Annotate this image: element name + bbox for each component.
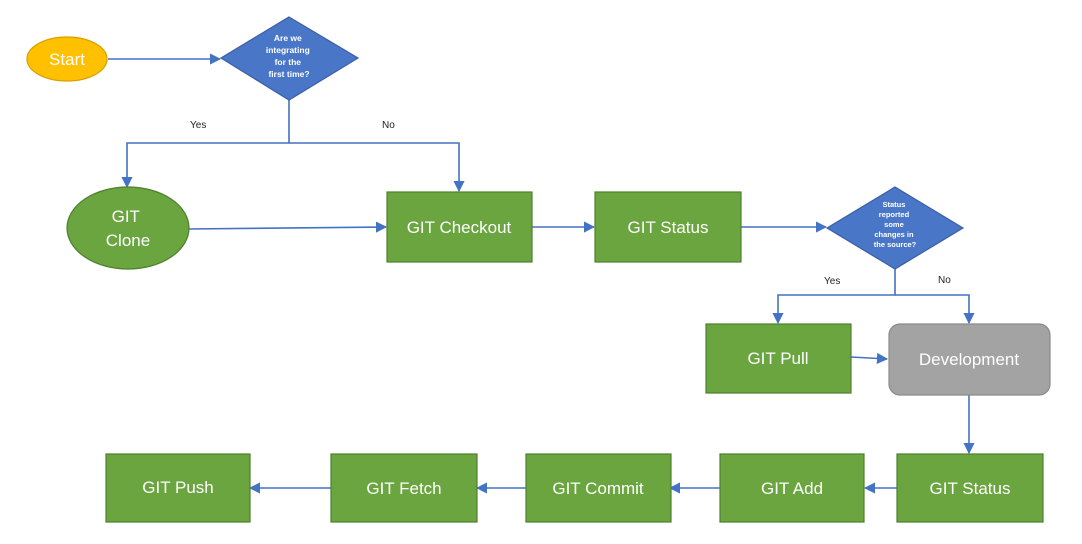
edge-decision-yes-to-clone	[121, 100, 290, 189]
decision-changes-label: Status reported some changes in the sour…	[874, 200, 917, 249]
edge-changes-yes-to-pull	[772, 269, 896, 325]
decision-first-time-label: Are we integrating for the first time?	[266, 33, 312, 79]
label-first-no: No	[382, 120, 395, 131]
fetch-label: GIT Fetch	[366, 479, 441, 498]
edge-changes-no-to-development	[895, 294, 975, 325]
status-node-1[interactable]: GIT Status	[594, 191, 742, 263]
edge-clone-to-checkout	[187, 221, 388, 233]
start-label: Start	[49, 50, 85, 69]
label-changes-no: No	[938, 275, 951, 286]
edge-pull-to-development	[850, 352, 889, 365]
status-node-2[interactable]: GIT Status	[896, 453, 1044, 523]
start-node[interactable]: Start	[26, 36, 108, 82]
status-2-label: GIT Status	[930, 479, 1011, 498]
development-node[interactable]: Development	[888, 323, 1051, 396]
label-first-yes: Yes	[190, 120, 206, 131]
connectors	[108, 53, 975, 494]
checkout-node[interactable]: GIT Checkout	[386, 191, 533, 263]
add-node[interactable]: GIT Add	[719, 453, 865, 523]
push-label: GIT Push	[142, 478, 214, 497]
pull-node[interactable]: GIT Pull	[705, 323, 852, 394]
decision-changes[interactable]: Status reported some changes in the sour…	[825, 186, 965, 270]
decision-first-time[interactable]: Are we integrating for the first time?	[219, 16, 360, 101]
add-label: GIT Add	[761, 479, 823, 498]
clone-label: GIT Clone	[106, 207, 150, 250]
label-changes-yes: Yes	[824, 276, 840, 287]
status-1-label: GIT Status	[628, 218, 709, 237]
commit-node[interactable]: GIT Commit	[525, 453, 672, 523]
push-node[interactable]: GIT Push	[105, 453, 251, 523]
fetch-node[interactable]: GIT Fetch	[330, 453, 478, 523]
clone-node[interactable]: GIT Clone	[66, 186, 190, 270]
development-label: Development	[919, 350, 1019, 369]
edge-decision-no-to-checkout	[289, 142, 465, 193]
checkout-label: GIT Checkout	[407, 218, 512, 237]
pull-label: GIT Pull	[747, 349, 808, 368]
commit-label: GIT Commit	[552, 479, 644, 498]
